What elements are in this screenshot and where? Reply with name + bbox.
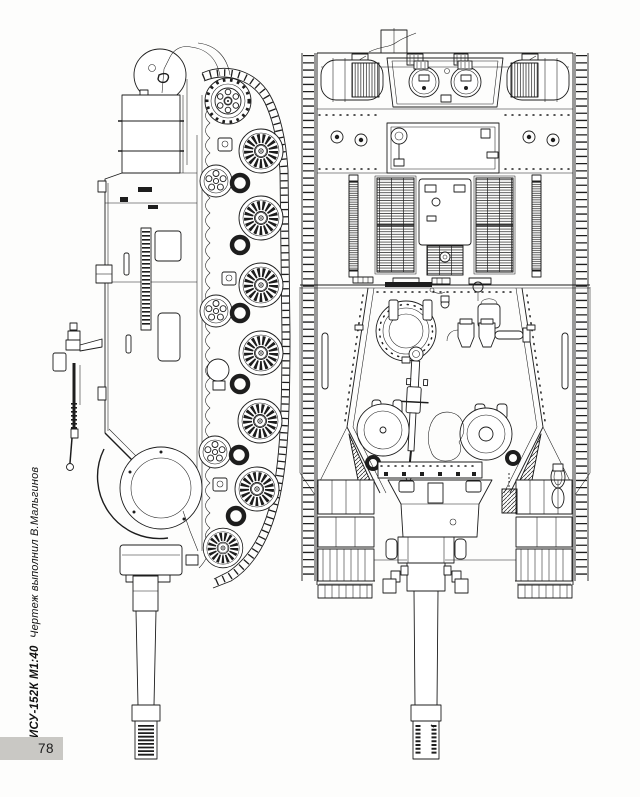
front-slope (316, 426, 574, 494)
crew-hatches (356, 399, 521, 471)
drawing-caption: ИСУ-152К М1:40 Чертеж выполнил В.Мальгино… (29, 396, 41, 738)
aa-machine-gun-top (399, 346, 429, 481)
top-view-drawing (299, 28, 591, 760)
page-number: 78 (37, 741, 54, 756)
fenders-top (317, 332, 573, 599)
caption-credit: Чертеж выполнил В.Мальгинов (29, 467, 41, 639)
mid-deck (317, 108, 573, 174)
engine-grilles (300, 174, 590, 289)
running-gear (169, 42, 283, 568)
external-fuel-tanks (320, 58, 570, 102)
hull-side (95, 48, 198, 512)
casemate-roof (344, 281, 546, 428)
side-view-drawing (52, 42, 291, 760)
gun-mount-top (374, 461, 516, 594)
hull-outline-top (299, 52, 591, 585)
gun-mantlet-side (96, 446, 203, 583)
gun-barrel-side (131, 575, 161, 760)
tracks-top (301, 53, 589, 581)
aa-machine-gun-side (52, 322, 103, 471)
rear-deck (351, 28, 539, 108)
gun-barrel-top (410, 590, 442, 760)
page-number-band: 78 (0, 737, 63, 760)
caption-title: ИСУ-152К М1:40 (29, 645, 41, 738)
